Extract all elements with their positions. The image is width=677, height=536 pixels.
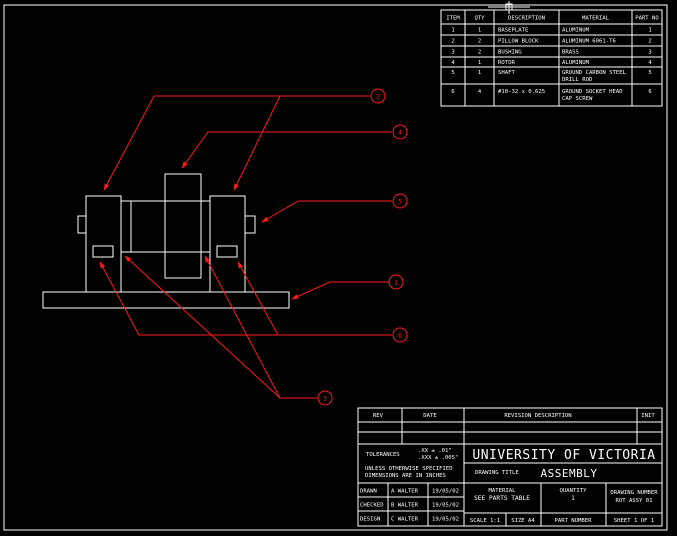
bom-row-6-material-line-1: GROUND SOCKET HEAD <box>562 89 623 95</box>
bom-header-qty: QTY <box>474 16 485 22</box>
balloon-5-label: 5 <box>398 199 402 206</box>
part-number-label: PART NUMBER <box>554 518 592 524</box>
drawing-title: ASSEMBLY <box>541 467 598 480</box>
bom-row-5-qty: 1 <box>478 70 481 76</box>
bom-row-4-part-no: 4 <box>648 60 652 66</box>
pillow-block-left <box>85 195 122 293</box>
scale-value: SCALE 1:1 <box>470 518 500 524</box>
bom-row-3-material: BRASS <box>562 50 579 56</box>
quantity-label: QUANTITY <box>560 488 588 494</box>
sign-row-1-role: DRAWN <box>360 489 377 495</box>
bom-row-5-item: 5 <box>451 70 454 76</box>
bom-row-3-description: BUSHING <box>498 50 522 56</box>
bom-header-item: ITEM <box>446 16 460 22</box>
bom-row-2-material: ALUMINUM 6061-T6 <box>562 39 616 45</box>
bom-row-2-item: 2 <box>451 39 454 45</box>
balloon-3-label: 3 <box>323 396 327 403</box>
baseplate-part <box>42 291 290 309</box>
bom-row-6-part-no: 6 <box>648 89 651 95</box>
bom-row-4-description: ROTOR <box>498 60 515 66</box>
balloon-6-label: 6 <box>398 333 402 340</box>
rev-header-date: DATE <box>423 413 437 419</box>
bushing-left <box>120 200 132 253</box>
drawing-title-label: DRAWING TITLE <box>475 470 519 476</box>
bom-header-description: DESCRIPTION <box>508 16 545 22</box>
socket-screw-right <box>216 245 238 258</box>
bom-row-5-description: SHAFT <box>498 70 515 76</box>
balloon-4: 4 <box>392 124 408 140</box>
rev-header-rev: REV <box>373 413 384 419</box>
balloon-6: 6 <box>392 327 408 343</box>
tolerance-three-place: .XXX ± .005" <box>418 455 458 461</box>
bom-row-4-item: 4 <box>451 60 455 66</box>
size-value: SIZE A4 <box>511 518 535 524</box>
bom-row-1-item: 1 <box>451 28 454 34</box>
balloon-leaders <box>99 95 392 399</box>
bom-row-6-material-line-2: CAP SCREW <box>562 96 593 102</box>
sign-row-3-role: DESIGN <box>360 517 380 523</box>
bom-row-3-item: 3 <box>451 50 454 56</box>
sign-row-1-date: 19/05/02 <box>432 489 459 495</box>
socket-screw-left <box>92 245 114 258</box>
bom-row-6-qty: 4 <box>478 89 482 95</box>
bom-header-material: MATERIAL <box>582 16 610 22</box>
assembly-front-view <box>42 173 290 309</box>
shaft-stub-right <box>244 215 256 234</box>
material-label: MATERIAL <box>489 488 517 494</box>
unless-specified-line-2: DIMENSIONS ARE IN INCHES <box>365 473 446 479</box>
balloon-1: 1 <box>388 274 404 290</box>
balloon-1-label: 1 <box>394 280 398 287</box>
sign-row-1-name: A WALTER <box>391 489 419 495</box>
pillow-block-right <box>209 195 246 293</box>
bom-header-part-no: PART NO <box>635 16 659 22</box>
sign-row-2-date: 19/05/02 <box>432 503 459 509</box>
bom-row-1-qty: 1 <box>478 28 481 34</box>
rotor-hub <box>130 200 202 253</box>
rev-header-description: REVISION DESCRIPTION <box>504 413 571 419</box>
bom-row-1-material: ALUMINUM <box>562 28 590 34</box>
bill-of-materials-table: ITEM QTY DESCRIPTION MATERIAL PART NO 1 … <box>440 9 663 107</box>
bom-row-5-material-line-1: GROUND CARBON STEEL <box>562 70 627 76</box>
bom-row-2-description: PILLOW BLOCK <box>498 39 539 45</box>
bom-row-3-qty: 2 <box>478 50 481 56</box>
bom-row-1-description: BASEPLATE <box>498 28 529 34</box>
sign-row-3-date: 19/05/02 <box>432 517 459 523</box>
tolerances-label: TOLERANCES <box>366 452 400 458</box>
rev-header-init: INIT <box>641 413 655 419</box>
drawing-number-label: DRAWING NUMBER <box>610 490 658 496</box>
bom-row-3-part-no: 3 <box>648 50 651 56</box>
balloon-2: 2 <box>370 88 386 104</box>
university-name: UNIVERSITY OF VICTORIA <box>472 448 655 463</box>
drawing-border <box>3 4 668 531</box>
bom-row-1-part-no: 1 <box>648 28 651 34</box>
quantity-value: 1 <box>571 495 575 502</box>
unless-specified-line-1: UNLESS OTHERWISE SPECIFIED <box>365 466 453 472</box>
bushing-right <box>200 200 211 253</box>
shaft-stub-left <box>77 215 87 234</box>
balloon-5: 5 <box>392 193 408 209</box>
balloon-3: 3 <box>317 390 333 406</box>
bom-row-5-material-line-2: DRILL ROD <box>562 77 593 83</box>
bom-row-5-part-no: 5 <box>648 70 651 76</box>
bom-row-2-qty: 2 <box>478 39 481 45</box>
sign-row-2-name: B WALTER <box>391 503 419 509</box>
bom-row-4-qty: 1 <box>478 60 481 66</box>
balloon-2-label: 2 <box>376 94 380 101</box>
sheet-number: SHEET 1 OF 1 <box>614 518 654 524</box>
bom-row-6-item: 6 <box>451 89 454 95</box>
sign-row-2-role: CHECKED <box>360 503 384 509</box>
bom-row-2-part-no: 2 <box>648 39 651 45</box>
title-block: REV DATE REVISION DESCRIPTION INIT TOLER… <box>357 407 663 527</box>
material-value: SEE PARTS TABLE <box>474 495 530 502</box>
drawing-number-value: ROT ASSY 01 <box>615 498 652 504</box>
bom-row-4-material: ALUMINUM <box>562 60 590 66</box>
sign-row-3-name: C WALTER <box>391 517 419 523</box>
tolerance-two-place: .XX ± .01" <box>418 448 452 454</box>
rotor-disc <box>164 173 202 279</box>
bom-row-6-description: #10-32 x 0.625 <box>498 89 545 95</box>
balloon-4-label: 4 <box>398 130 402 137</box>
